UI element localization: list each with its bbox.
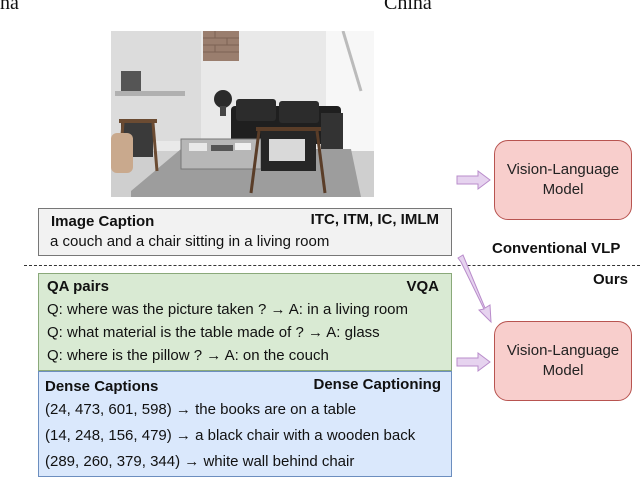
living-room-illustration — [111, 31, 374, 197]
dense-caption-line: (289, 260, 379, 344) → white wall behind… — [45, 453, 355, 470]
dense-captions-title: Dense Captions — [45, 378, 159, 395]
dense-captions-box: Dense Captions Dense Captioning (24, 473… — [38, 371, 452, 477]
header-fragment-left: na — [0, 0, 19, 14]
qa-pairs-title: QA pairs — [47, 278, 109, 295]
image-caption-title: Image Caption — [51, 213, 155, 230]
arrow-to-ours-model — [456, 352, 491, 372]
dense-caption-line: (14, 248, 156, 479) → a black chair with… — [45, 427, 416, 444]
qa-pairs-box: QA pairs VQA Q: where was the picture ta… — [38, 273, 452, 371]
vision-language-model-box-bottom: Vision-Language Model — [494, 321, 632, 401]
ours-label: Ours — [593, 271, 629, 288]
header-fragment-right: China — [384, 0, 432, 14]
qa-pairs-task: VQA — [406, 278, 439, 295]
section-divider — [24, 265, 640, 266]
image-caption-text: a couch and a chair sitting in a living … — [50, 233, 330, 250]
dense-caption-line: (24, 473, 601, 598) → the books are on a… — [45, 401, 357, 418]
conventional-vlp-label: Conventional VLP — [492, 240, 621, 257]
living-room-photo — [111, 31, 374, 197]
image-caption-box: Image Caption ITC, ITM, IC, IMLM a couch… — [38, 208, 452, 256]
qa-pair-line: Q: where is the pillow ? → A: on the cou… — [47, 347, 329, 364]
vision-language-model-box-top: Vision-Language Model — [494, 140, 632, 220]
dense-captions-task: Dense Captioning — [313, 376, 441, 393]
qa-pair-line: Q: where was the picture taken ? → A: in… — [47, 301, 409, 318]
image-caption-tasks: ITC, ITM, IC, IMLM — [310, 211, 439, 228]
qa-pair-line: Q: what material is the table made of ? … — [47, 324, 380, 341]
arrow-to-conventional-model — [456, 170, 491, 190]
